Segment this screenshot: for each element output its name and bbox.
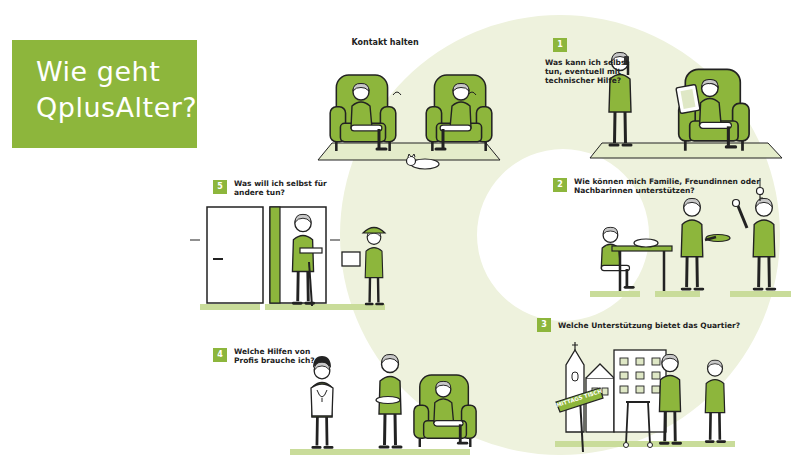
title-box: Wie geht QplusAlter?	[12, 40, 197, 148]
number-badge: 4Welche Hilfen von Profis brauche ich?	[213, 348, 227, 362]
number-badge: 3Welche Unterstützung bietet das Quartie…	[537, 318, 551, 332]
scene-label: Kontakt halten	[351, 38, 418, 47]
number-badge: 2Wie können mich Familie, Freundinnen od…	[553, 178, 567, 192]
panel-heading: Welche Hilfen von Profis brauche ich?	[234, 347, 324, 365]
number-badge: 5Was will ich selbst für andere tun?	[213, 180, 227, 194]
panel-heading: Wie können mich Familie, Freundinnen ode…	[574, 177, 774, 195]
panel-heading: Was will ich selbst für andere tun?	[234, 179, 352, 197]
callout-number: 4	[213, 348, 227, 362]
number-badge: 1Was kann ich selbst tun, eventuell mit …	[553, 38, 567, 52]
callout-number: 3	[537, 318, 551, 332]
title-text: Wie geht QplusAlter?	[36, 54, 187, 126]
panel-heading: Welche Unterstützung bietet das Quartier…	[558, 321, 788, 330]
sign-text: MITTAGS TISCH	[555, 388, 602, 408]
panel-heading: Was kann ich selbst tun, eventuell mit t…	[545, 58, 637, 85]
callout-number: 5	[213, 180, 227, 194]
callout-number: 2	[553, 178, 567, 192]
callout-number: 1	[553, 38, 567, 52]
